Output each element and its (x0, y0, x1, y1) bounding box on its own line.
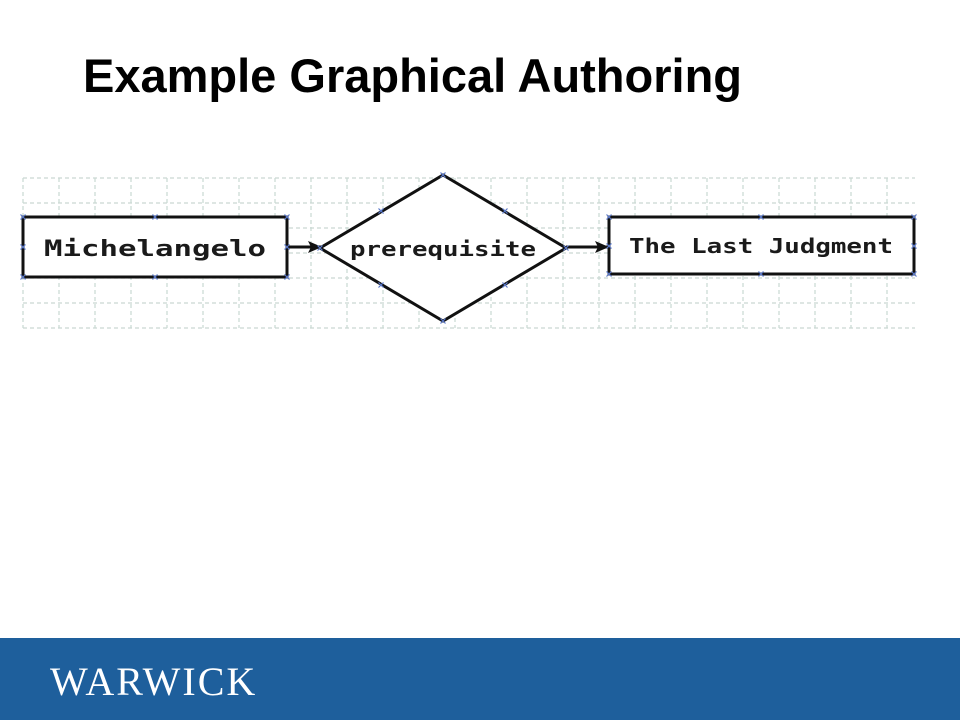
connection-handle[interactable] (284, 214, 290, 220)
connection-handle[interactable] (284, 274, 290, 280)
connection-handle[interactable] (758, 271, 764, 277)
node-prerequisite[interactable]: prerequisite (317, 173, 569, 323)
node-michelangelo-label: Michelangelo (44, 237, 266, 262)
connection-handle[interactable] (440, 172, 446, 178)
footer-bar: WARWICK (0, 638, 960, 720)
selection-handles[interactable] (20, 172, 917, 324)
node-the-last-judgment[interactable]: The Last Judgment (607, 215, 916, 276)
connection-handle[interactable] (378, 282, 384, 288)
slide-title: Example Graphical Authoring (83, 49, 742, 102)
connection-handle[interactable] (911, 214, 917, 220)
connection-handle[interactable] (440, 318, 446, 324)
connection-handle[interactable] (563, 245, 569, 251)
connection-handle[interactable] (911, 271, 917, 277)
connection-handle[interactable] (606, 243, 612, 249)
connection-handle[interactable] (606, 271, 612, 277)
node-prerequisite-label: prerequisite (350, 237, 536, 261)
connection-handle[interactable] (502, 208, 508, 214)
connection-handle[interactable] (284, 244, 290, 250)
connection-handle[interactable] (20, 244, 26, 250)
connection-handle[interactable] (606, 214, 612, 220)
connection-handle[interactable] (152, 214, 158, 220)
connection-handle[interactable] (317, 245, 323, 251)
connection-handle[interactable] (152, 274, 158, 280)
connection-handle[interactable] (911, 243, 917, 249)
connection-handle[interactable] (20, 274, 26, 280)
node-the-last-judgment-label: The Last Judgment (629, 234, 893, 258)
node-michelangelo[interactable]: Michelangelo (21, 215, 289, 279)
connection-handle[interactable] (378, 208, 384, 214)
connection-handle[interactable] (20, 214, 26, 220)
warwick-logo: WARWICK (50, 659, 258, 704)
connection-handle[interactable] (502, 282, 508, 288)
connection-handle[interactable] (758, 214, 764, 220)
